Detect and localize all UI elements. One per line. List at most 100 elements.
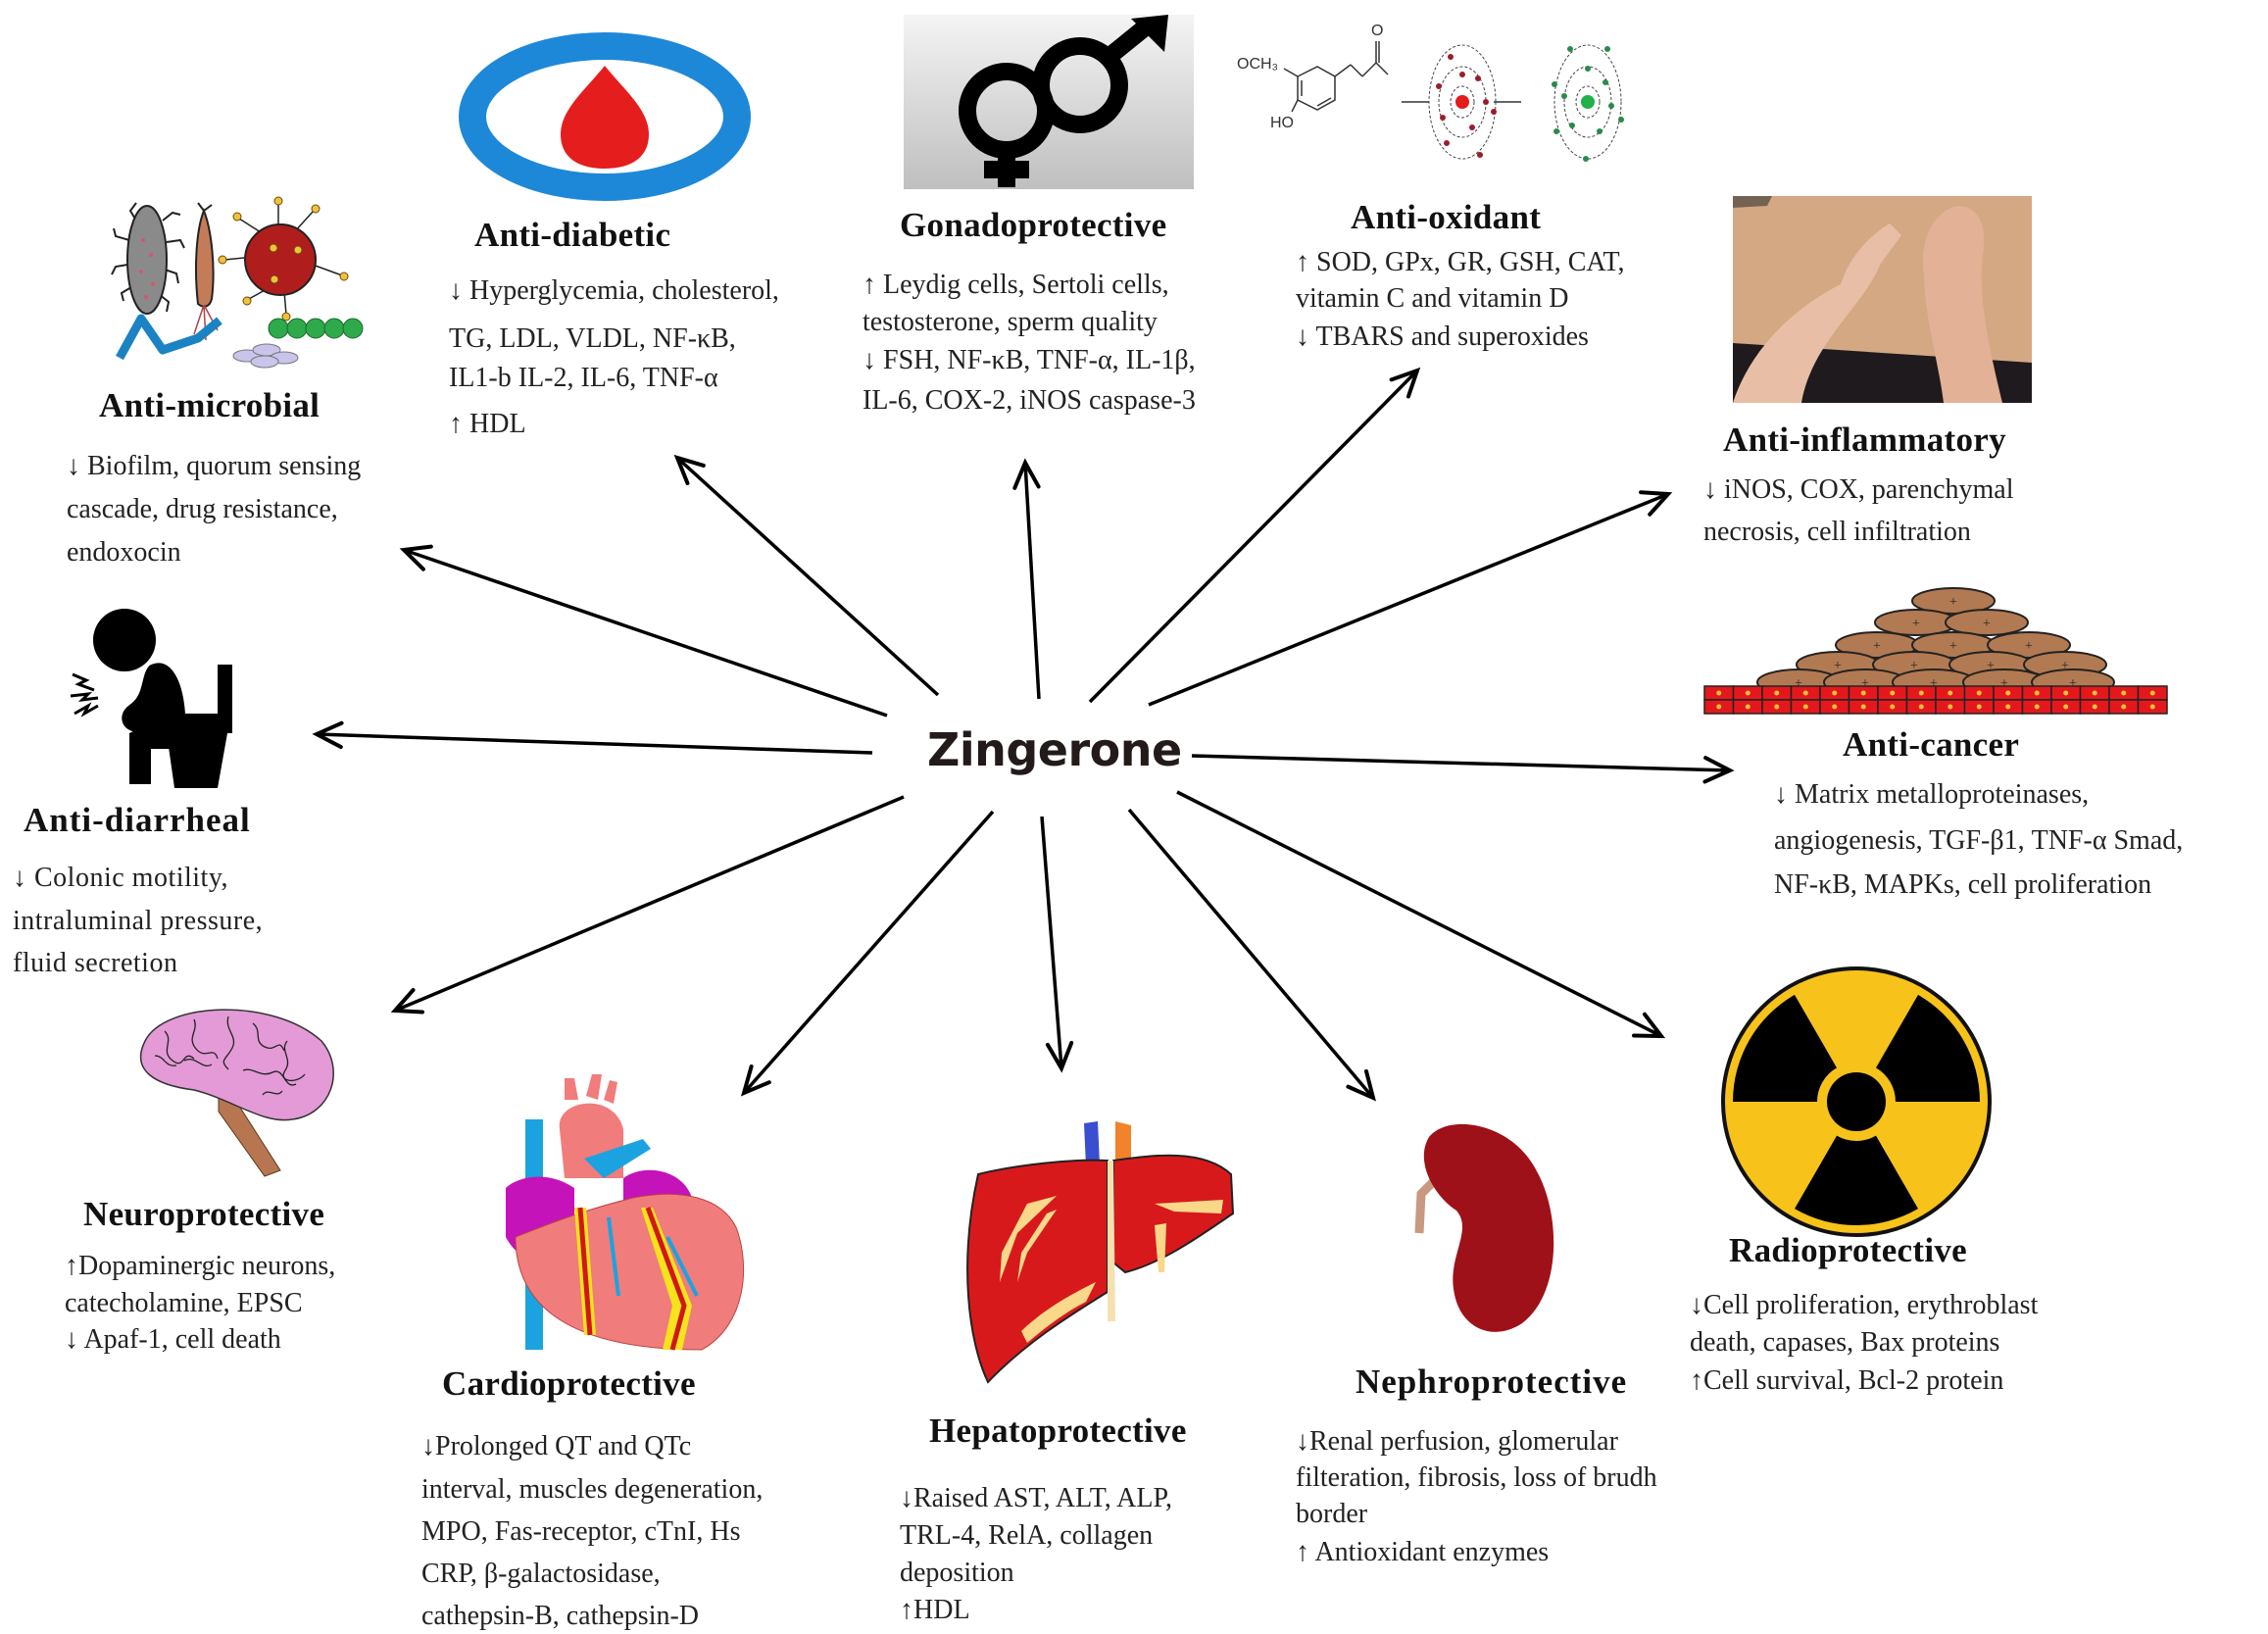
arrow-to-radioprotective	[1176, 790, 1666, 1039]
desc-line: IL1-b IL-2, IL-6, TNF-α	[449, 363, 718, 393]
desc-line: catecholamine, EPSC	[65, 1288, 303, 1318]
liver-icon	[966, 1121, 1235, 1384]
trefoil-blade	[1876, 994, 1980, 1102]
arrow-to-antioxidant	[1088, 367, 1421, 704]
arrow-to-gonadoprotective	[1012, 458, 1041, 700]
effect-title-antioxidant: Anti-oxidant	[1351, 198, 1542, 236]
arrow-to-anticancer	[1191, 754, 1735, 784]
desc-line: ↑ Leydig cells, Sertoli cells,	[863, 270, 1169, 300]
desc-line: fluid secretion	[13, 948, 178, 978]
center-compound-label: Zingerone	[927, 723, 1182, 776]
desc-line: TRL-4, RelA, collagen	[900, 1520, 1154, 1551]
desc-line: ↑ HDL	[449, 409, 526, 439]
arrowhead	[390, 988, 424, 1015]
desc-line: ↓Cell proliferation, erythroblast	[1690, 1290, 2039, 1320]
arrow-to-antiinflammatory	[1148, 490, 1673, 707]
desc-line: cathepsin-B, cathepsin-D	[421, 1601, 700, 1631]
svg-text:+: +	[1987, 659, 1995, 673]
heart-icon	[506, 1074, 745, 1351]
svg-text:+: +	[1983, 617, 1991, 631]
desc-line: ↓ FSH, NF-κB, TNF-α, IL-1β,	[863, 345, 1196, 375]
molecule-ho-label: HO	[1270, 115, 1294, 131]
desc-line: ↓ Colonic motility,	[13, 863, 229, 893]
arrowhead	[1632, 1012, 1666, 1039]
svg-text:+: +	[1795, 676, 1802, 691]
desc-line: ↓ Apaf-1, cell death	[65, 1324, 281, 1355]
effect-title-gonadoprotective: Gonadoprotective	[900, 206, 1167, 244]
arrowhead	[1639, 490, 1673, 517]
svg-text:+: +	[1910, 659, 1918, 673]
tumor-cell	[1945, 609, 2029, 636]
svg-text:+: +	[2000, 676, 2008, 691]
desc-line: angiogenesis, TGF-β1, TNF-α Smad,	[1774, 825, 2184, 856]
desc-line: CRP, β-galactosidase,	[421, 1559, 661, 1589]
effect-title-hepatoprotective: Hepatoprotective	[929, 1411, 1187, 1450]
desc-line: ↑HDL	[900, 1595, 970, 1625]
arrowhead	[673, 454, 706, 485]
arrow-to-antimicrobial	[399, 544, 888, 718]
desc-line: border	[1296, 1499, 1368, 1529]
gender-symbols-icon	[904, 15, 1194, 189]
microbes-icon	[111, 196, 364, 369]
svg-text:+: +	[1861, 676, 1869, 691]
effect-title-cardioprotective: Cardioprotective	[442, 1364, 696, 1403]
svg-text:+: +	[1949, 639, 1957, 654]
desc-line: TG, LDL, VLDL, NF-κB,	[449, 323, 736, 354]
svg-text:+: +	[2061, 659, 2069, 673]
tumor-cell	[1911, 587, 1996, 615]
desc-line: ↑ SOD, GPx, GR, GSH, CAT,	[1296, 247, 1625, 277]
effect-title-radioprotective: Radioprotective	[1729, 1231, 1967, 1269]
trefoil-blade	[1733, 994, 1837, 1102]
kidney-icon	[1414, 1123, 1554, 1332]
swollen-hands-photo	[1733, 196, 2032, 403]
desc-line: interval, muscles degeneration,	[421, 1474, 764, 1505]
svg-text:+: +	[1949, 595, 1957, 610]
desc-line: ↓ Hyperglycemia, cholesterol,	[449, 275, 779, 306]
desc-line: MPO, Fas-receptor, cTnI, Hs	[421, 1516, 741, 1547]
desc-line: intraluminal pressure,	[13, 906, 264, 936]
effect-title-nephroprotective: Nephroprotective	[1356, 1362, 1628, 1401]
arrowhead	[1346, 1068, 1376, 1102]
trefoil-blade	[1795, 1135, 1918, 1225]
arrowhead	[1012, 458, 1041, 490]
desc-line: ↓Raised AST, ALT, ALP,	[900, 1483, 1172, 1513]
svg-text:+: +	[1834, 659, 1842, 673]
desc-line: ↓ Biofilm, quorum sensing	[67, 451, 362, 481]
effect-title-anticancer: Anti-cancer	[1843, 725, 2020, 764]
desc-line: IL-6, COX-2, iNOS caspase-3	[863, 385, 1196, 416]
svg-text:+: +	[1873, 639, 1881, 654]
desc-line: deposition	[900, 1558, 1014, 1588]
desc-line: ↓Renal perfusion, glomerular	[1296, 1426, 1618, 1457]
arrow-to-antidiarrheal	[312, 720, 873, 755]
desc-line: ↓ TBARS and superoxides	[1296, 322, 1589, 352]
desc-line: NF-κB, MAPKs, cell proliferation	[1774, 869, 2152, 900]
effect-title-antimicrobial: Anti-microbial	[99, 386, 320, 424]
arrowhead	[1702, 756, 1735, 784]
desc-line: ↓Prolonged QT and QTc	[421, 1431, 692, 1461]
svg-text:+: +	[2025, 639, 2033, 654]
effect-title-antiinflammatory: Anti-inflammatory	[1723, 421, 2006, 459]
molecule-och3-label: OCH₃	[1237, 56, 1278, 73]
svg-text:+: +	[1912, 617, 1920, 631]
desc-line: ↓ Matrix metalloproteinases,	[1774, 779, 2090, 810]
arrowhead	[1045, 1040, 1074, 1073]
desc-line: filteration, fibrosis, loss of brudh	[1296, 1462, 1657, 1493]
arrowhead	[399, 544, 433, 571]
arrow-to-neuroprotective	[390, 795, 905, 1015]
desc-line: endoxocin	[67, 537, 181, 568]
svg-text:+: +	[2069, 676, 2077, 691]
person-on-toilet-icon	[70, 609, 232, 788]
desc-line: vitamin C and vitamin D	[1296, 283, 1569, 314]
arrowhead	[1389, 367, 1421, 399]
desc-line: ↑Dopaminergic neurons,	[65, 1251, 336, 1281]
desc-line: ↑ Antioxidant enzymes	[1296, 1537, 1550, 1567]
svg-text:+: +	[1930, 676, 1938, 691]
tumor-cells-icon: +++++++++++++++	[1703, 587, 2168, 715]
radiation-trefoil-icon	[1721, 966, 1992, 1237]
effect-title-neuroprotective: Neuroprotective	[83, 1195, 325, 1233]
molecule-o-label: O	[1371, 23, 1383, 39]
molecule-electron-shells-icon: OCH₃ HO O	[1237, 23, 1624, 162]
blood-drop-ring-icon	[459, 32, 751, 201]
arrow-to-cardioprotective	[740, 810, 995, 1097]
desc-line: death, capases, Bax proteins	[1690, 1327, 2000, 1358]
